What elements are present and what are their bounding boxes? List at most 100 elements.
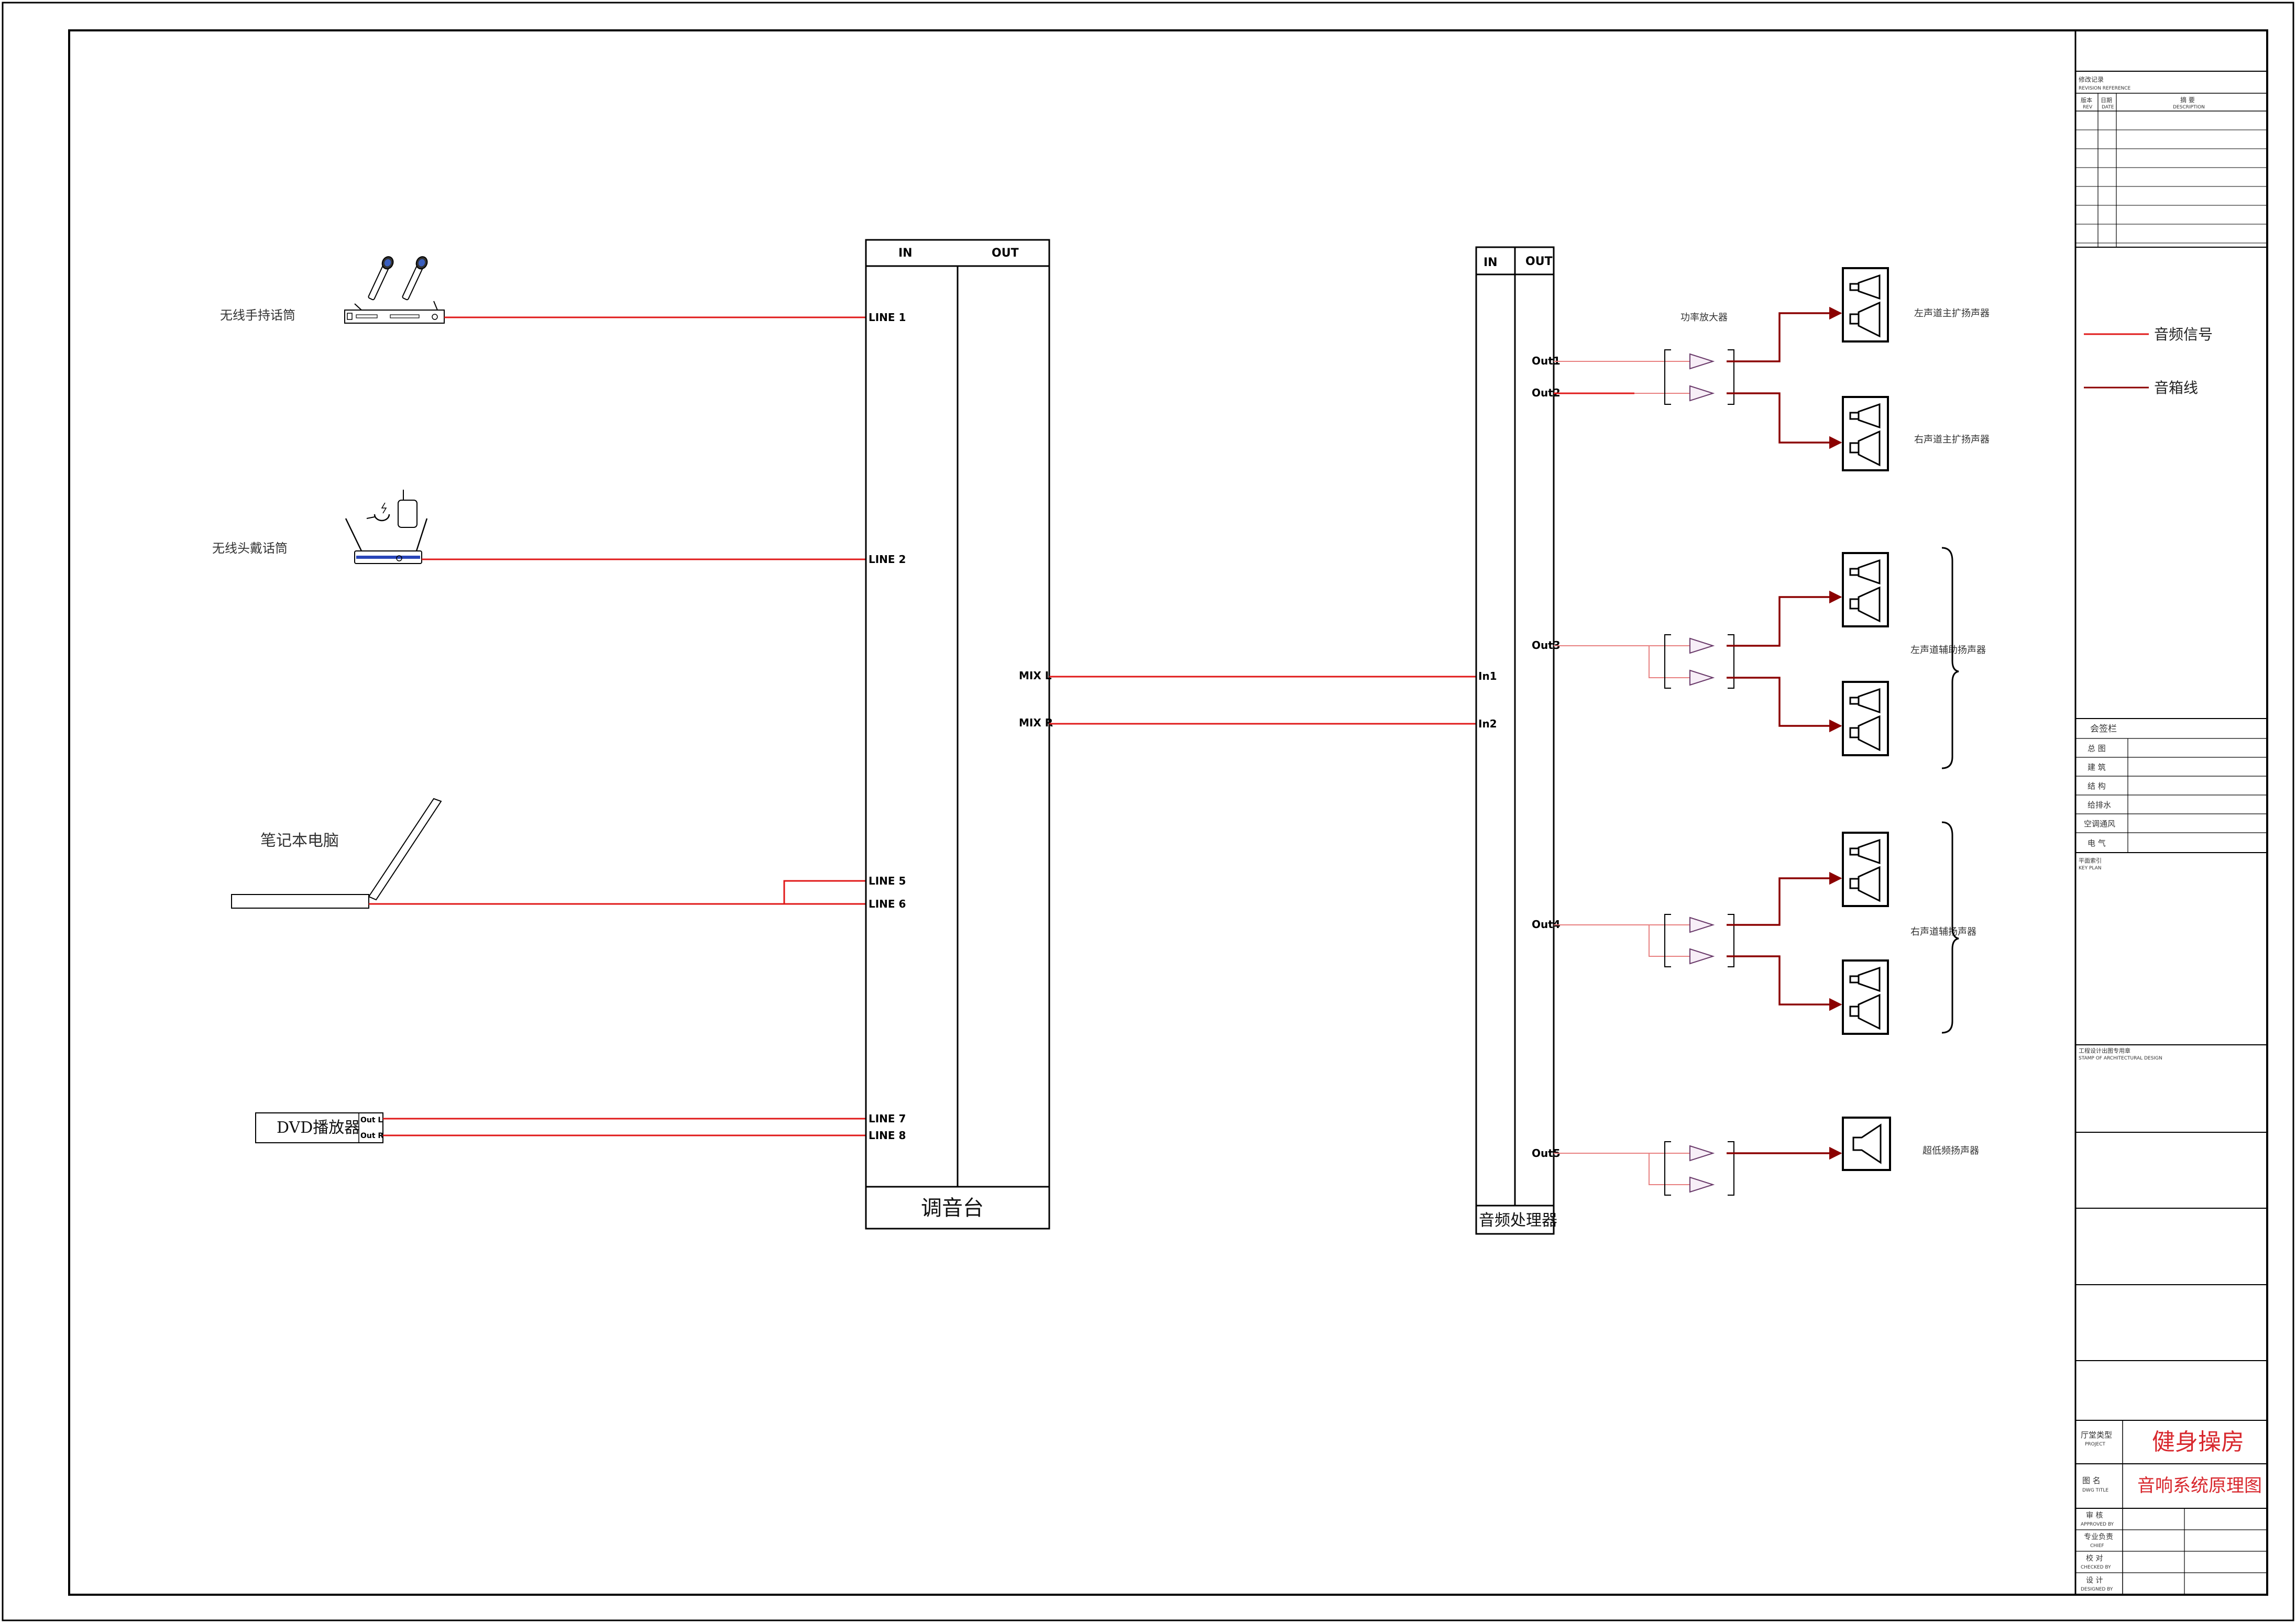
processor-in-header: IN	[1484, 256, 1498, 269]
key-plan-cn: 平面索引	[2079, 857, 2102, 864]
approved-en: APPROVED BY	[2081, 1522, 2114, 1527]
designed-cn: 设 计	[2086, 1576, 2103, 1585]
amp-4a-icon	[1689, 1145, 1715, 1162]
dvd-out-r-label: Out R	[360, 1132, 383, 1140]
right-aux-speaker-1-cabinet	[1842, 832, 1889, 907]
wireless-handheld-mic-label: 无线手持话筒	[220, 308, 295, 323]
amp-2a-icon	[1689, 637, 1715, 654]
dvd-player-label: DVD播放器	[277, 1119, 360, 1137]
left-aux-speaker-2-woofer	[1849, 715, 1881, 752]
project-label-en: PROJECT	[2085, 1442, 2105, 1447]
signoff-row-4: 空调通风	[2084, 819, 2115, 829]
right-main-speaker-label: 右声道主扩扬声器	[1914, 434, 1990, 445]
amp-1a-icon	[1689, 353, 1715, 370]
stamp-en: STAMP OF ARCHITECTURAL DESIGN	[2079, 1056, 2162, 1061]
legend-speaker-cable-label: 音箱线	[2154, 379, 2198, 396]
drawing-label-en: DWG TITLE	[2082, 1488, 2108, 1493]
left-aux-speaker-1-cabinet	[1842, 552, 1889, 627]
right-aux-speaker-label: 右声道辅扬声器	[1910, 926, 1976, 937]
left-aux-speaker-1-woofer	[1849, 586, 1881, 623]
amp-group-3-bracket-right	[1728, 914, 1734, 967]
left-main-speaker-woofer	[1849, 301, 1881, 338]
out3-split-wire	[1649, 646, 1690, 678]
dvd-player-box	[255, 1112, 383, 1143]
left-main-speaker-label: 左声道主扩扬声器	[1914, 308, 1990, 319]
amplifier-label: 功率放大器	[1680, 312, 1728, 323]
revision-title-cn: 修改记录	[2079, 75, 2104, 83]
amp1-to-left-main-cable	[1727, 306, 1842, 362]
amp-2b-icon	[1689, 669, 1715, 686]
checked-cn: 校 对	[2086, 1554, 2103, 1563]
amp2-to-left-aux-2-cable	[1727, 677, 1842, 733]
amp-and-speaker-network	[1554, 267, 1891, 1196]
amp2-to-left-aux-1-cable	[1727, 590, 1842, 647]
laptop-icon	[231, 798, 442, 909]
right-aux-speaker-1-tweeter	[1849, 838, 1881, 865]
rev-no-en: REV	[2083, 105, 2093, 110]
processor-in1-port: In1	[1478, 670, 1497, 682]
left-aux-speaker-2-cabinet	[1842, 681, 1889, 756]
right-aux-speaker-2-tweeter	[1849, 966, 1881, 992]
inner-border	[68, 29, 2268, 1596]
project-label-cn: 厅堂类型	[2081, 1430, 2112, 1440]
processor-block	[1475, 246, 1555, 1235]
amp-group-2-bracket-left	[1664, 634, 1671, 689]
amp-group-1-bracket-right	[1728, 349, 1734, 405]
left-aux-speaker-label: 左声道辅助扬声器	[1910, 645, 1986, 656]
mixer-mix-l-port: MIX L	[1019, 669, 1052, 682]
amp1-to-right-main-cable	[1727, 392, 1842, 449]
signoff-row-2: 结 构	[2088, 781, 2106, 791]
amp-group-2-bracket-right	[1728, 634, 1734, 689]
right-main-speaker-woofer	[1849, 430, 1881, 467]
out5-split-wire	[1649, 1153, 1690, 1185]
drawing-label-cn: 图 名	[2082, 1476, 2101, 1485]
left-aux-speaker-1-tweeter	[1849, 559, 1881, 585]
signoff-row-1: 建 筑	[2088, 763, 2106, 772]
processor-out-header: OUT	[1525, 255, 1553, 268]
key-plan-en: KEY PLAN	[2079, 866, 2101, 871]
amp-group-4-bracket-right	[1728, 1141, 1734, 1196]
mixer-line8-port: LINE 8	[869, 1129, 906, 1142]
amp-4b-icon	[1689, 1176, 1715, 1193]
mixer-in-header: IN	[898, 247, 913, 260]
amp3-to-right-aux-1-cable	[1727, 871, 1842, 926]
mixer-line1-port: LINE 1	[869, 311, 906, 324]
legend-audio-signal-label: 音频信号	[2154, 326, 2213, 343]
date-en: DATE	[2102, 105, 2114, 110]
desc-cn: 摘 要	[2180, 96, 2195, 104]
out4-split-wire	[1649, 925, 1690, 957]
approved-cn: 审 核	[2086, 1511, 2103, 1520]
mixer-line6-port: LINE 6	[869, 898, 906, 910]
mixer-line5-port: LINE 5	[869, 875, 906, 887]
project-value: 健身操房	[2152, 1429, 2244, 1455]
stamp-cn: 工程设计出图专用章	[2079, 1047, 2130, 1054]
dvd-out-l-label: Out L	[360, 1116, 382, 1124]
left-aux-speaker-2-tweeter	[1849, 688, 1881, 714]
laptop-label: 笔记本电脑	[260, 832, 339, 850]
right-aux-speaker-1-woofer	[1849, 866, 1881, 902]
mixer-line7-port: LINE 7	[869, 1112, 906, 1125]
mixer-block	[865, 239, 1050, 1230]
amp-group-1-bracket-left	[1664, 349, 1671, 405]
right-main-speaker-tweeter	[1849, 403, 1881, 429]
signoff-title: 会签栏	[2090, 724, 2117, 734]
amp-3b-icon	[1689, 948, 1715, 965]
mixer-line2-port: LINE 2	[869, 553, 906, 566]
revision-title-en: REVISION REFERENCE	[2079, 86, 2131, 91]
right-aux-speaker-2-woofer	[1849, 993, 1881, 1030]
date-cn: 日期	[2101, 97, 2112, 104]
drawing-value: 音响系统原理图	[2137, 1475, 2262, 1496]
mixer-title: 调音台	[921, 1196, 984, 1220]
wireless-headset-mic-icon	[345, 490, 428, 564]
right-main-speaker-cabinet	[1842, 396, 1889, 471]
right-aux-brace	[1941, 821, 1959, 1034]
signoff-row-3: 给排水	[2088, 800, 2111, 810]
wireless-handheld-mic-icon	[344, 256, 445, 324]
signoff-row-0: 总 图	[2088, 744, 2106, 753]
amp3-to-right-aux-2-cable	[1727, 955, 1842, 1011]
laptop-to-line5-wire	[369, 880, 866, 905]
left-main-speaker-cabinet	[1842, 267, 1889, 343]
chief-cn: 专业负责	[2084, 1533, 2113, 1541]
subwoofer-speaker-cabinet	[1842, 1117, 1891, 1171]
